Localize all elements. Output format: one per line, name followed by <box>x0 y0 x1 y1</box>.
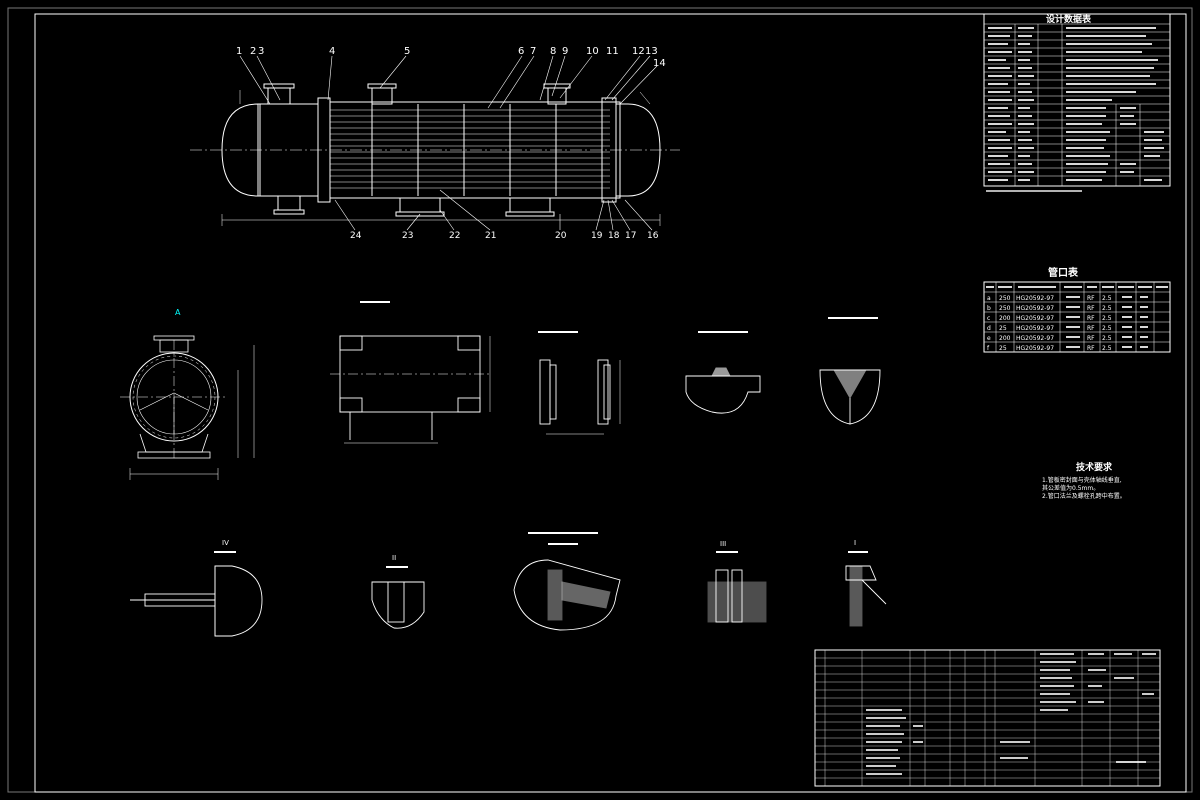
nozzle-id: d <box>987 325 991 332</box>
tube-bundle <box>330 109 610 189</box>
nozzle-pn: 2.5 <box>1102 325 1112 332</box>
nozzle-face: RF <box>1087 295 1095 302</box>
nozzle-table: 管口表 a 250 HG20592-97 RF 2.5 <box>983 266 1171 353</box>
nozzle-std: HG20592-97 <box>1016 295 1054 302</box>
nozzle-id: e <box>987 335 991 342</box>
part-number: 24 <box>350 231 362 241</box>
part-number: 17 <box>625 231 636 241</box>
detail-view-weld-1 <box>685 331 761 414</box>
detail-label: I <box>854 539 856 547</box>
nozzle-std: HG20592-97 <box>1016 325 1054 332</box>
nozzle-pn: 2.5 <box>1102 315 1112 322</box>
part-number: 11 <box>606 46 619 57</box>
section-a-view: A <box>120 308 255 480</box>
part-number: 14 <box>653 58 666 69</box>
part-number: 1 <box>236 46 242 57</box>
part-number: 19 <box>591 231 603 241</box>
part-number: 18 <box>608 231 620 241</box>
nozzle-dn: 200 <box>999 335 1011 342</box>
part-number: 5 <box>404 46 410 57</box>
nozzle-std: HG20592-97 <box>1016 335 1054 342</box>
nozzle-std: HG20592-97 <box>1016 315 1054 322</box>
nozzle-dn: 25 <box>999 345 1007 352</box>
part-number: 10 <box>586 46 599 57</box>
part-number: 6 <box>518 46 524 57</box>
part-number: 13 <box>645 46 658 57</box>
part-numbers-bottom: 24 23 22 21 20 19 18 17 16 <box>350 231 659 241</box>
part-number: 22 <box>449 231 460 241</box>
part-number: 2 <box>250 46 256 57</box>
nozzle-face: RF <box>1087 305 1095 312</box>
tech-req-line: 2.管口法兰及螺栓孔跨中布置。 <box>1042 492 1126 500</box>
tech-req-title: 技术要求 <box>1076 461 1113 473</box>
tech-req-line: 1.管板密封面与壳体轴线垂直, <box>1042 476 1122 484</box>
part-number: 23 <box>402 231 413 241</box>
part-number: 8 <box>550 46 556 57</box>
detail-view-weld-2 <box>819 317 881 425</box>
design-data-table: 设计数据表 <box>983 13 1171 192</box>
nozzle-std: HG20592-97 <box>1016 345 1054 352</box>
nozzle-face: RF <box>1087 315 1095 322</box>
detail-label: III <box>720 540 726 548</box>
detail-view-i: I <box>845 539 887 627</box>
nozzle-face: RF <box>1087 335 1095 342</box>
part-number: 20 <box>555 231 567 241</box>
nozzle-std: HG20592-97 <box>1016 305 1054 312</box>
part-number: 4 <box>329 46 335 57</box>
nozzle-pn: 2.5 <box>1102 295 1112 302</box>
nozzle-id: a <box>987 295 991 302</box>
detail-label: II <box>392 554 396 562</box>
nozzle-id: c <box>987 315 990 322</box>
nozzle-pn: 2.5 <box>1102 305 1112 312</box>
part-number: 9 <box>562 46 568 57</box>
detail-view-iii: III <box>707 540 767 623</box>
drawing-frame <box>34 13 1187 793</box>
leader-lines <box>239 55 658 231</box>
nozzle-face: RF <box>1087 345 1095 352</box>
detail-label: IV <box>222 539 229 547</box>
nozzle-dn: 200 <box>999 315 1011 322</box>
detail-view-iv: IV <box>130 539 263 637</box>
nozzle-table-title: 管口表 <box>1048 266 1079 279</box>
detail-view-flange <box>538 331 621 435</box>
part-number: 21 <box>485 231 496 241</box>
nozzle-id: b <box>987 305 991 312</box>
detail-view-ii: II <box>371 554 425 629</box>
nozzle-dn: 250 <box>999 295 1011 302</box>
nozzle-pn: 2.5 <box>1102 335 1112 342</box>
nozzle-id: f <box>987 345 990 352</box>
nozzle-dn: 250 <box>999 305 1011 312</box>
outer-border <box>7 7 1193 793</box>
nozzle-face: RF <box>1087 325 1095 332</box>
view-a-label: A <box>175 308 181 317</box>
tech-req-line: 其公差值为0.5mm。 <box>1042 484 1099 492</box>
nozzle-dn: 25 <box>999 325 1007 332</box>
technical-requirements: 技术要求 1.管板密封面与壳体轴线垂直, 其公差值为0.5mm。 2.管口法兰及… <box>1042 461 1126 500</box>
detail-view-cross-section <box>513 532 621 631</box>
detail-view-tubesheet <box>330 301 491 444</box>
main-elevation-view <box>190 83 680 226</box>
nozzle-pn: 2.5 <box>1102 345 1112 352</box>
part-number: 7 <box>530 46 536 57</box>
part-number: 12 <box>632 46 645 57</box>
design-data-title: 设计数据表 <box>1046 13 1092 25</box>
part-numbers-top: 1 2 3 4 5 6 7 8 9 10 11 12 13 14 <box>236 46 666 69</box>
bill-of-materials <box>814 649 1161 787</box>
part-number: 3 <box>258 46 264 57</box>
part-number: 16 <box>647 231 659 241</box>
